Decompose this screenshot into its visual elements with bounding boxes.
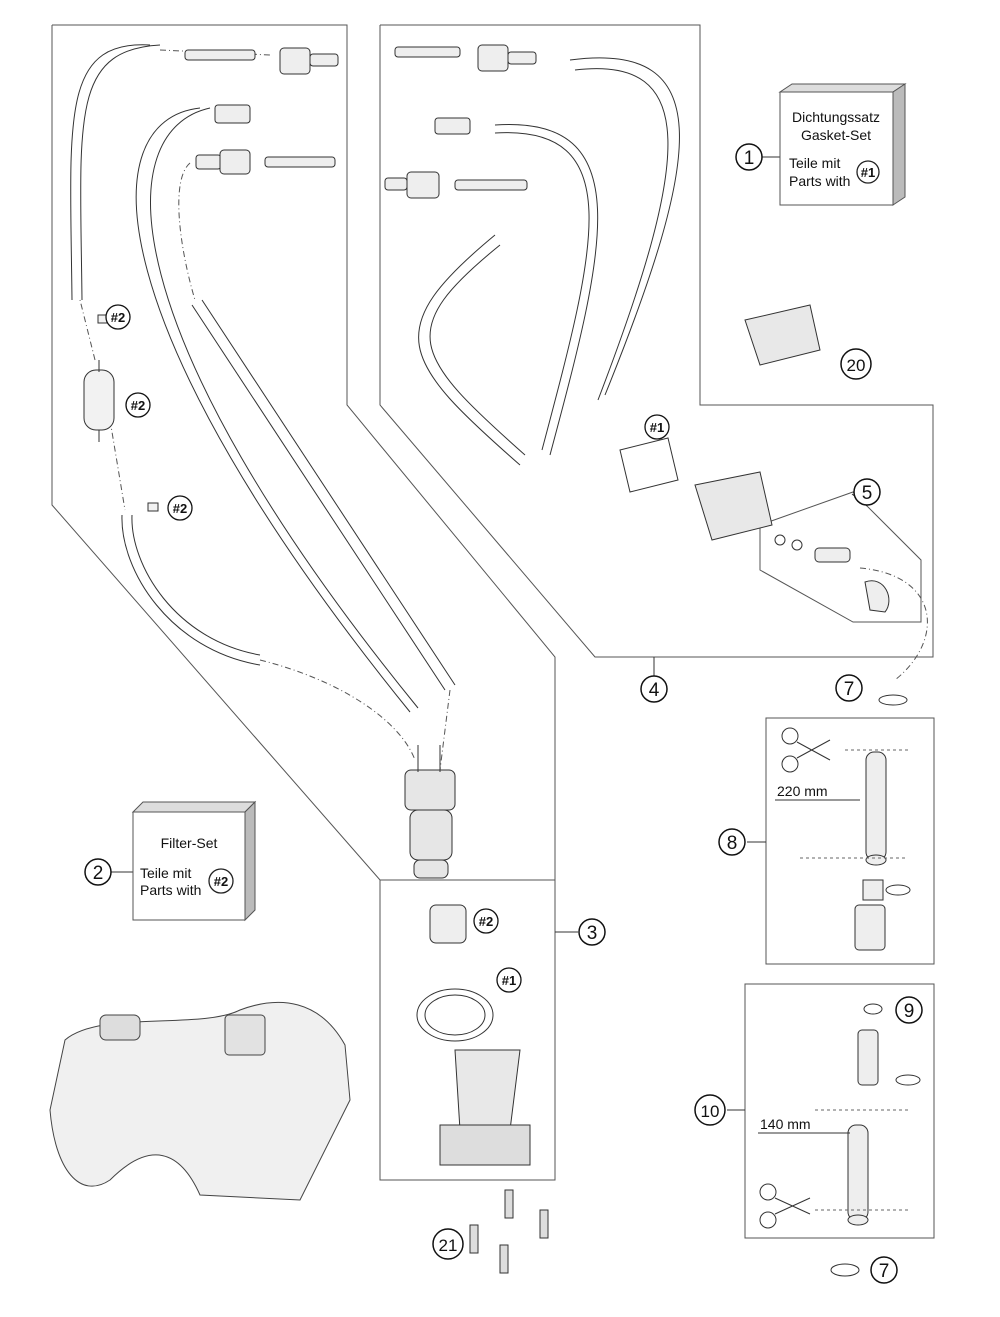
part-8-items — [854, 694, 911, 951]
callout-1-label: 1 — [744, 148, 755, 169]
callout-7-top-label: 7 — [844, 679, 855, 700]
ref-marker-2-filter-label: #2 — [131, 398, 145, 413]
callout-8-label: 8 — [727, 833, 738, 854]
callout-7-top: 7 — [835, 674, 863, 702]
callout-1: 1 — [735, 143, 763, 171]
callout-21: 21 — [432, 1228, 464, 1260]
part-8-panel-outline — [765, 717, 935, 965]
callout-8: 8 — [718, 828, 746, 856]
ref-marker-2-top: #2 — [105, 304, 131, 330]
part-5-panel-outline — [759, 491, 922, 623]
ref-marker-2-lower-label: #2 — [173, 501, 187, 516]
fuel-filter — [83, 314, 159, 512]
gasket-box-line3: Teile mit — [789, 155, 840, 171]
filter-box-title: Filter-Set — [161, 835, 218, 851]
callout-20-label: 20 — [847, 356, 866, 375]
callout-4-label: 4 — [649, 680, 660, 701]
right-panel-outline — [379, 24, 934, 658]
callout-20: 20 — [840, 348, 872, 380]
part-10-scissors — [759, 1183, 811, 1229]
ref-marker-1-oring: #1 — [496, 967, 522, 993]
callout-7-bottom: 7 — [870, 1256, 898, 1284]
callout-2: 2 — [84, 858, 112, 886]
gasket-box-ref: #1 — [861, 165, 875, 180]
ref-marker-1-flange: #1 — [644, 414, 670, 440]
flange-connector — [619, 304, 821, 541]
filter-box-line1: Teile mit — [140, 865, 191, 881]
callout-2-label: 2 — [93, 863, 104, 884]
callout-3-label: 3 — [587, 923, 598, 944]
fuel-pump — [404, 745, 456, 879]
part-8-scissors — [781, 727, 831, 773]
ref-marker-1-oring-label: #1 — [502, 973, 516, 988]
ref-marker-2-lower: #2 — [167, 495, 193, 521]
fuel-tank — [49, 1001, 351, 1201]
callout-5: 5 — [853, 478, 881, 506]
gasket-box-line1: Dichtungssatz — [792, 109, 880, 125]
filter-box-line2: Parts with — [140, 882, 201, 898]
callout-9-label: 9 — [904, 1001, 915, 1022]
callout-3: 3 — [578, 918, 606, 946]
callout-10: 10 — [694, 1094, 726, 1126]
dimension-220-label: 220 mm — [777, 783, 828, 799]
pump-panel-outline — [380, 657, 555, 880]
callout-5-label: 5 — [862, 483, 873, 504]
part-8-cut-lines — [800, 749, 910, 859]
callout-4: 4 — [640, 675, 668, 703]
gasket-box-line2: Gasket-Set — [801, 127, 871, 143]
part-5-items — [774, 534, 890, 613]
dimension-140-label: 140 mm — [760, 1116, 811, 1132]
part-10-items — [830, 1003, 921, 1277]
hose-lines-right — [418, 57, 680, 466]
dashed-leader-5-7 — [859, 567, 928, 681]
left-panel-outline — [51, 24, 556, 881]
fuel-connectors-left — [184, 47, 339, 175]
ref-marker-2-strainer-label: #2 — [479, 914, 493, 929]
ref-marker-2-filter: #2 — [125, 392, 151, 418]
hose-lines-left — [70, 44, 456, 713]
ref-marker-2-strainer: #2 — [473, 908, 499, 934]
gasket-set-box: Dichtungssatz Gasket-Set Teile mit Parts… — [778, 83, 907, 206]
filter-set-box: Filter-Set Teile mit Parts with #2 — [131, 800, 257, 922]
part-10-cut-lines — [815, 1109, 910, 1211]
ref-marker-2-top-label: #2 — [111, 310, 125, 325]
filter-box-ref: #2 — [214, 874, 228, 889]
part-10-panel-outline — [744, 983, 935, 1239]
ref-marker-1-flange-label: #1 — [650, 420, 664, 435]
pump-mount-parts — [416, 904, 531, 1166]
bottom-panel-outline — [379, 879, 556, 1181]
callout-21-label: 21 — [439, 1236, 458, 1255]
callout-leaders — [111, 156, 868, 1111]
callout-9: 9 — [895, 996, 923, 1024]
gasket-box-line4: Parts with — [789, 173, 850, 189]
callout-7-bottom-label: 7 — [879, 1261, 890, 1282]
screws-21 — [469, 1189, 549, 1274]
connectors-right — [384, 44, 537, 199]
callout-10-label: 10 — [701, 1102, 720, 1121]
